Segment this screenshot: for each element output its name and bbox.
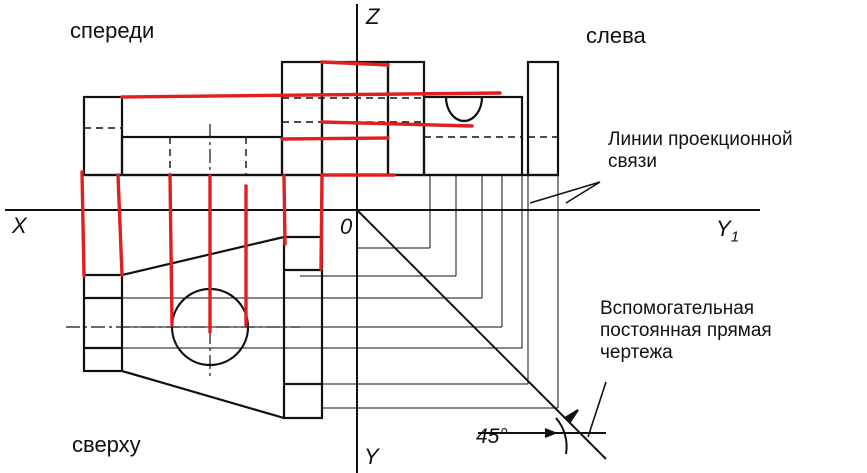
left-right-flange	[526, 60, 560, 177]
y1-axis-label: Y1	[716, 216, 739, 245]
front-right-block-2	[320, 60, 390, 177]
top-view-centerlines	[66, 280, 300, 376]
leader-line	[529, 181, 601, 204]
red-highlight-lines	[80, 60, 502, 334]
highlight-line	[319, 173, 324, 271]
y-axis-label: Y	[364, 444, 379, 469]
diagonal-45-line	[356, 209, 607, 460]
auxiliary-line-callout: Вспомогательная постоянная прямая чертеж…	[600, 298, 772, 363]
front-right-block	[280, 60, 324, 177]
front-view-hidden	[84, 97, 424, 175]
highlight-line	[80, 170, 86, 278]
front-view	[82, 60, 426, 177]
left-main-body	[422, 95, 524, 177]
angle-45-label: 45°	[476, 425, 508, 448]
top-taper-lower	[121, 369, 285, 420]
top-left-flange	[82, 273, 124, 373]
angle-arc	[555, 417, 568, 455]
front-middle-body	[120, 135, 284, 177]
projection-lines-callout: Линии проекционной связи	[608, 129, 793, 172]
auxiliary-constant-line	[356, 209, 607, 460]
y1-axis-subscript: 1	[730, 228, 740, 246]
front-view-label: спереди	[70, 18, 155, 43]
z-axis-label: Z	[366, 4, 380, 29]
left-notch-arc	[444, 96, 484, 123]
top-view-label: сверху	[72, 432, 141, 457]
projection-lines	[122, 175, 559, 409]
y1-axis-letter: Y	[716, 216, 731, 241]
callout-leaders	[529, 181, 607, 438]
top-taper-upper	[121, 235, 285, 277]
highlight-line	[280, 136, 390, 141]
angle-arrow-left	[544, 428, 558, 438]
left-view	[422, 60, 560, 177]
highlight-line	[116, 173, 124, 277]
highlight-line	[168, 173, 174, 327]
coordinate-axes	[5, 4, 760, 473]
front-right-block-3	[386, 60, 426, 177]
highlight-line	[282, 174, 287, 246]
highlight-line	[120, 91, 502, 99]
leader-line	[587, 381, 607, 438]
highlight-line	[320, 60, 390, 67]
left-view-label: слева	[586, 23, 646, 48]
front-left-flange	[82, 95, 124, 177]
x-axis-label: X	[12, 213, 27, 238]
leader-line	[565, 181, 601, 204]
angle-arrow-upper	[564, 409, 579, 423]
highlight-line	[320, 120, 474, 128]
origin-label: 0	[340, 214, 353, 239]
